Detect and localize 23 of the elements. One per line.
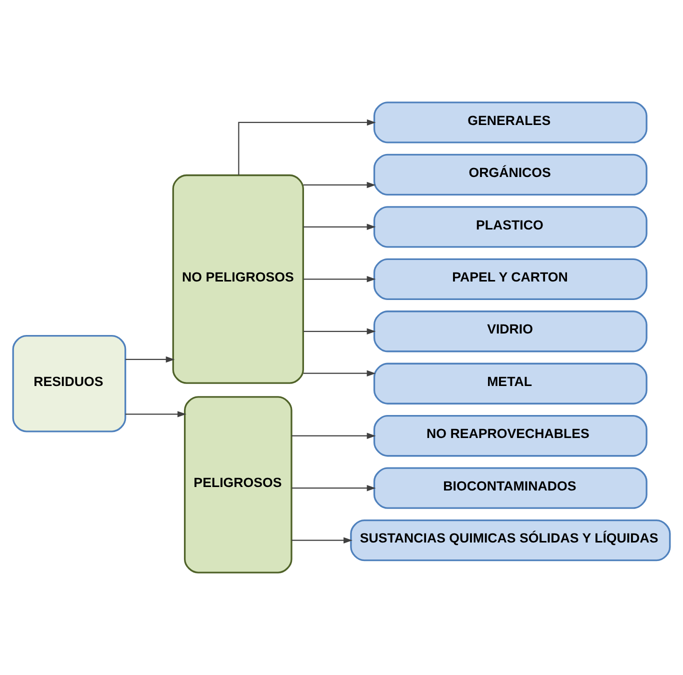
arrow [303,224,376,230]
arrow [303,182,376,188]
node-box: PLASTICO [373,206,648,248]
node-box: NO REAPROVECHABLES [373,415,648,457]
node-box: VIDRIO [373,310,648,352]
node-box: BIOCONTAMINADOS [373,467,648,509]
node-box: SUSTANCIAS QUIMICAS SÓLIDAS Y LÍQUIDAS [350,519,671,562]
node-box: ORGÁNICOS [373,154,648,196]
node-box: GENERALES [373,102,648,144]
node-box: PELIGROSOS [184,396,292,574]
arrow [292,484,376,492]
arrow [292,432,376,439]
arrow [125,411,186,418]
arrow [303,328,376,334]
arrow [238,119,376,176]
arrow [303,276,376,282]
node-box: NO PELIGROSOS [172,174,304,384]
arrow [292,537,352,544]
node-box: METAL [373,362,648,404]
node-box: PAPEL Y CARTON [373,258,648,300]
arrow [303,370,376,376]
arrow [125,356,175,363]
node-box: RESIDUOS [12,335,126,432]
